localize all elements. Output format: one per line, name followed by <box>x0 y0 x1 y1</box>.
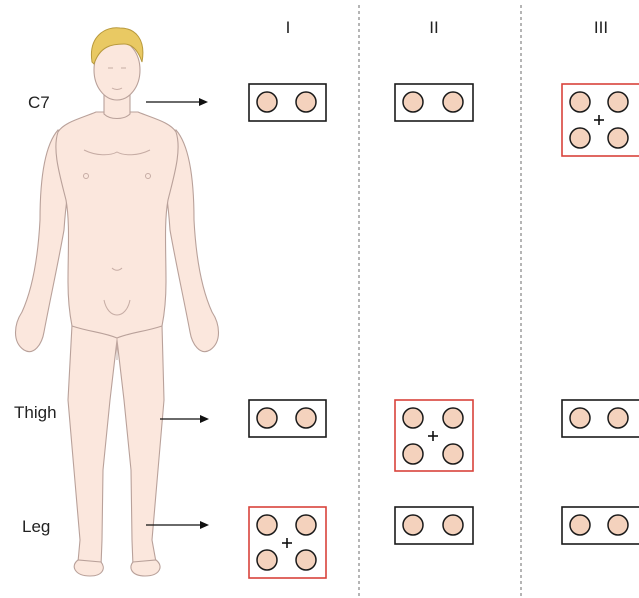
arrow-leg <box>146 521 209 529</box>
electrode-pair <box>395 507 473 544</box>
electrode-pair <box>562 507 639 544</box>
electrode-quad-reference <box>562 84 639 156</box>
column-label-3: III <box>594 18 608 37</box>
column-label-1: I <box>286 18 291 37</box>
electrode-quad-reference <box>249 507 326 578</box>
electrode-pair <box>562 400 639 437</box>
electrode-pair <box>395 84 473 121</box>
row-label-thigh: Thigh <box>14 403 57 422</box>
electrode-pair <box>249 400 326 437</box>
arrow-thigh <box>160 415 209 423</box>
row-label-c7: C7 <box>28 93 50 112</box>
arrow-c7 <box>146 98 208 106</box>
electrode-quad-reference <box>395 400 473 471</box>
electrode-pair <box>249 84 326 121</box>
column-label-2: II <box>429 18 438 37</box>
row-label-leg: Leg <box>22 517 50 536</box>
